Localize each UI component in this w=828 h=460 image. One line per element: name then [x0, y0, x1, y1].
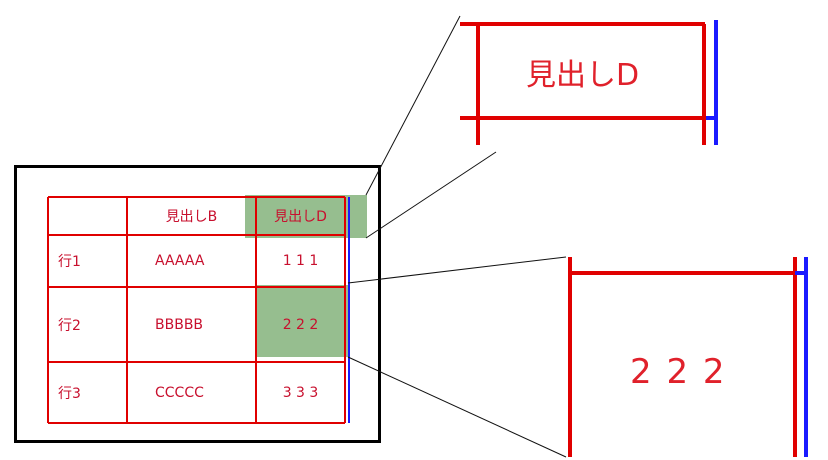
row-2-label: 行2 [58, 317, 81, 334]
row-1-b: AAAAA [155, 253, 205, 269]
row-2-b: BBBBB [155, 316, 204, 333]
cell-d2-highlight [255, 285, 348, 357]
row-1-label: 行1 [58, 254, 81, 270]
row-1-d: 1 1 1 [282, 253, 319, 269]
zoom-bottom-text: 2 2 2 [630, 352, 727, 392]
header-d-highlight [245, 195, 367, 238]
row-3-label: 行3 [58, 385, 81, 402]
header-b: 見出しB [165, 209, 218, 225]
row-3-d: 3 3 3 [282, 384, 319, 401]
zoom-top-text: 見出しD [526, 58, 640, 93]
header-d: 見出しD [274, 209, 327, 225]
row-2-d: 2 2 2 [282, 316, 319, 333]
row-3-b: CCCCC [155, 384, 204, 401]
